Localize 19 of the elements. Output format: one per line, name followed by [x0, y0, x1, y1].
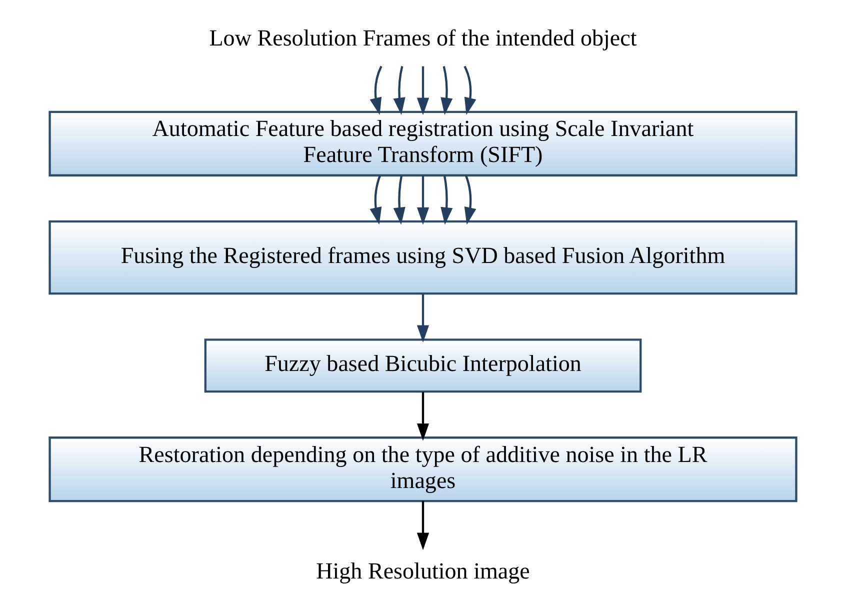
node-box: Fusing the Registered frames using SVD based Fusion Algorithm — [48, 220, 798, 295]
node-box: Automatic Feature based registration using Scale Invariant Feature Transform (SIFT) — [48, 110, 798, 176]
arrow — [464, 175, 476, 225]
arrow — [393, 66, 406, 116]
arrow — [370, 66, 382, 115]
arrow — [416, 294, 430, 342]
arrow — [440, 66, 453, 116]
arrow — [440, 175, 453, 225]
node-text: Low Resolution Frames of the intended object — [209, 24, 637, 50]
node-box: Fuzzy based Bicubic Interpolation — [204, 338, 642, 393]
arrow — [416, 501, 430, 550]
arrow — [416, 175, 430, 225]
node-box: Restoration depending on the type of additive noise in the LR images — [48, 436, 798, 502]
node-text: High Resolution image — [316, 558, 530, 584]
arrow — [393, 175, 406, 225]
arrow — [416, 66, 430, 116]
arrow — [370, 175, 382, 225]
arrow — [464, 66, 476, 115]
arrow — [416, 392, 430, 441]
